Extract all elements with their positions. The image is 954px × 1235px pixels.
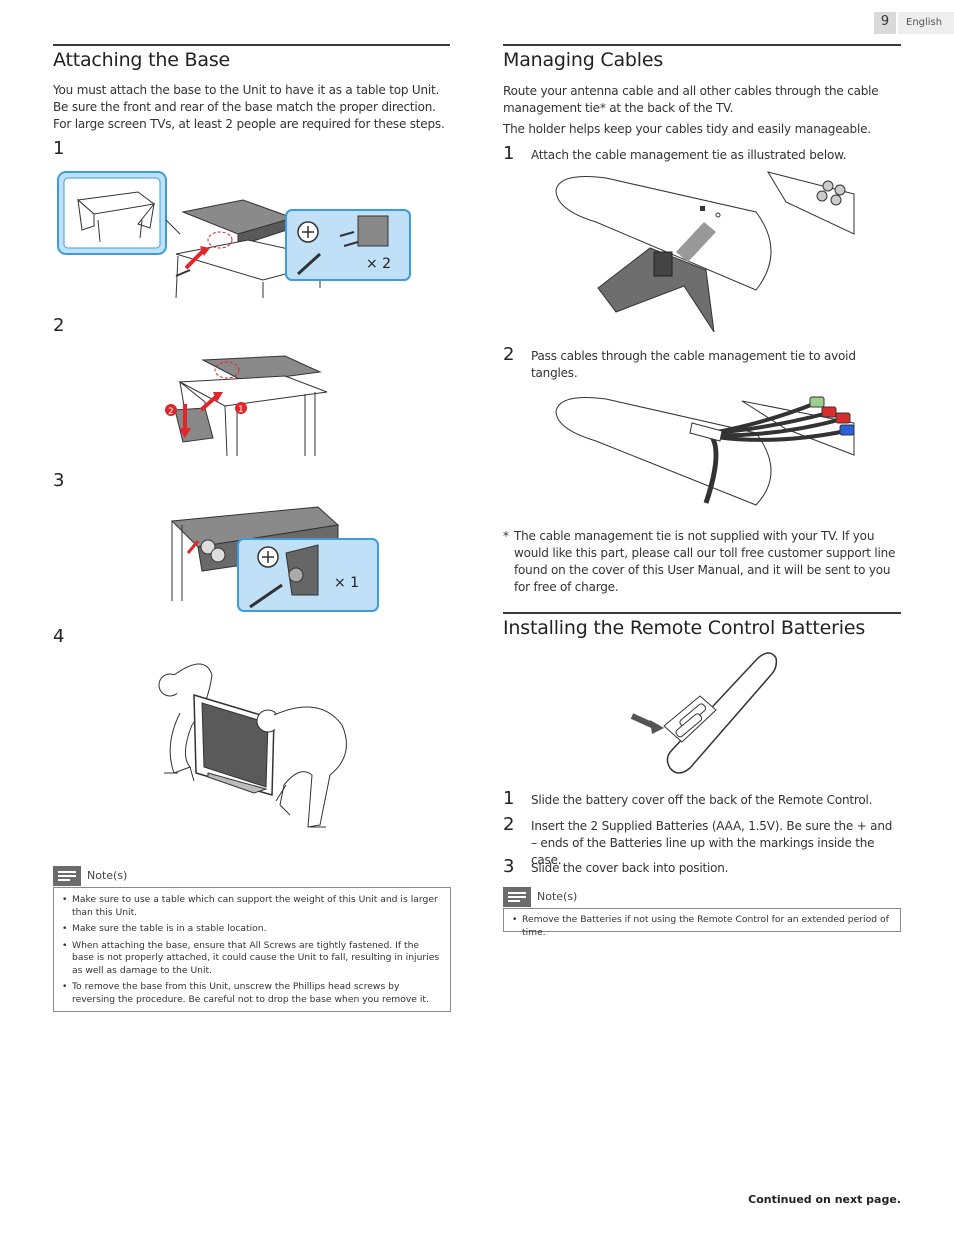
language-tab: English bbox=[898, 12, 954, 34]
battery-step-text-3: Slide the cover back into position. bbox=[531, 861, 729, 875]
step2-illustration: 2 1 bbox=[165, 355, 328, 457]
cables-intro-2: The holder helps keep your cables tidy a… bbox=[503, 122, 871, 136]
note-item: Make sure to use a table which can suppo… bbox=[62, 894, 442, 919]
screw-count-x1: × 1 bbox=[334, 575, 359, 591]
footnote-text: The cable management tie is not supplied… bbox=[514, 529, 896, 594]
screw-count-x2: × 2 bbox=[366, 256, 391, 272]
notes-header-right: Note(s) bbox=[503, 887, 703, 907]
notes-label-left: Note(s) bbox=[87, 869, 128, 882]
cables-footnote: * The cable management tie is not suppli… bbox=[503, 528, 901, 596]
cables-step-text-2: Pass cables through the cable management… bbox=[531, 349, 856, 380]
battery-step-text-2: Insert the 2 Supplied Batteries (AAA, 1.… bbox=[531, 819, 893, 867]
note-item: To remove the base from this Unit, unscr… bbox=[62, 981, 442, 1006]
battery-step-number-1: 1 bbox=[503, 788, 515, 809]
page-number: 9 bbox=[874, 12, 896, 34]
step-number-3: 3 bbox=[53, 470, 65, 491]
notes-box-left: Make sure to use a table which can suppo… bbox=[53, 887, 451, 1012]
screw-inset bbox=[285, 209, 411, 281]
cables-step-number-2: 2 bbox=[503, 344, 515, 365]
notes-box-right: Remove the Batteries if not using the Re… bbox=[503, 908, 901, 938]
battery-step-text-1: Slide the battery cover off the back of … bbox=[531, 793, 873, 807]
section-title-remote-batteries: Installing the Remote Control Batteries bbox=[503, 617, 866, 639]
section-title-attaching-base: Attaching the Base bbox=[53, 49, 231, 71]
badge-2: 2 bbox=[168, 407, 174, 417]
note-item: Remove the Batteries if not using the Re… bbox=[512, 914, 892, 939]
notes-header-left: Note(s) bbox=[53, 866, 253, 886]
section-rule-left bbox=[53, 44, 450, 46]
cables-intro-1: Route your antenna cable and all other c… bbox=[503, 84, 879, 115]
remote-illustration bbox=[630, 652, 778, 774]
table-inset bbox=[57, 171, 167, 255]
badge-1: 1 bbox=[238, 405, 244, 415]
footnote-mark: * bbox=[503, 529, 509, 543]
cable-tie-illustration-2 bbox=[555, 396, 855, 506]
note-item: Make sure the table is in a stable locat… bbox=[62, 923, 442, 936]
step-number-2: 2 bbox=[53, 315, 65, 336]
cables-step-text-1: Attach the cable management tie as illus… bbox=[531, 148, 847, 162]
step4-illustration bbox=[158, 663, 347, 828]
notes-label-right: Note(s) bbox=[537, 890, 578, 903]
step1-illustration: × 2 bbox=[57, 171, 411, 299]
attaching-intro: You must attach the base to the Unit to … bbox=[53, 83, 445, 131]
battery-step-number-3: 3 bbox=[503, 856, 515, 877]
section-rule-batteries bbox=[503, 612, 901, 614]
note-item: When attaching the base, ensure that All… bbox=[62, 940, 442, 978]
cables-step-number-1: 1 bbox=[503, 143, 515, 164]
step3-illustration: × 1 bbox=[170, 506, 379, 612]
cable-tie-illustration-1 bbox=[555, 171, 855, 333]
battery-step-number-2: 2 bbox=[503, 814, 515, 835]
step-number-1: 1 bbox=[53, 138, 65, 159]
note-icon bbox=[53, 866, 81, 886]
section-title-managing-cables: Managing Cables bbox=[503, 49, 664, 71]
note-icon bbox=[503, 887, 531, 907]
step-number-4: 4 bbox=[53, 626, 65, 647]
continued-note: Continued on next page. bbox=[748, 1193, 901, 1206]
section-rule-cables bbox=[503, 44, 901, 46]
